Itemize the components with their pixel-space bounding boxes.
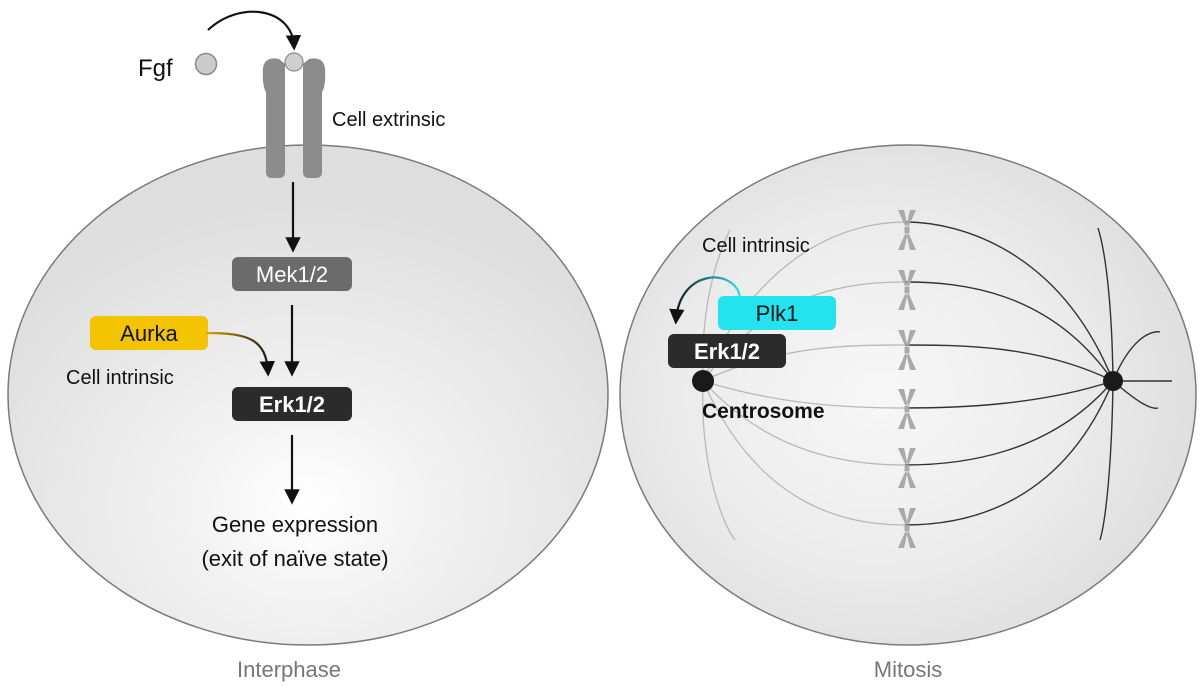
naive-exit-label: (exit of naïve state) [201,546,388,571]
mitosis-caption: Mitosis [874,657,942,682]
interphase-caption: Interphase [237,657,341,682]
ligand-icon [194,52,218,76]
interphase-panel: Fgf Cell extrinsic Mek1/2 Aurka Cell int… [7,10,609,682]
cell-extrinsic-label: Cell extrinsic [332,109,445,131]
plk-label: Plk1 [756,301,799,326]
plk-box [718,296,836,330]
aurka-box [90,316,208,350]
ligand-label: Fgf [138,55,173,82]
mitosis-cell [619,144,1197,646]
mitosis-panel: Cell intrinsic Plk1 Erk1/2 Centrosome Mi… [619,144,1197,682]
cell-intrinsic-label-right: Cell intrinsic [702,235,810,257]
gene-expression-label: Gene expression [212,512,378,537]
centrosome-label: Centrosome [702,400,825,423]
mek-label: Mek1/2 [256,262,328,287]
chromosome-icon [898,210,916,548]
spindle-fibers-right [904,221,1172,541]
aurka-to-erk-arrow [205,331,276,377]
cell-intrinsic-label-left: Cell intrinsic [66,367,174,389]
spindle-pole-right [1103,371,1123,391]
erk-label-left: Erk1/2 [259,392,325,417]
ligand-binding-arrow [207,10,302,51]
centrosome-icon [692,370,714,392]
mek-box [232,257,352,291]
aurka-label: Aurka [120,321,178,346]
erk-box-left [232,387,352,421]
erk-box-right [668,334,786,368]
erk-label-right: Erk1/2 [694,339,760,364]
receptor-icon [262,52,326,178]
plk-to-erk-arrow [669,276,742,325]
